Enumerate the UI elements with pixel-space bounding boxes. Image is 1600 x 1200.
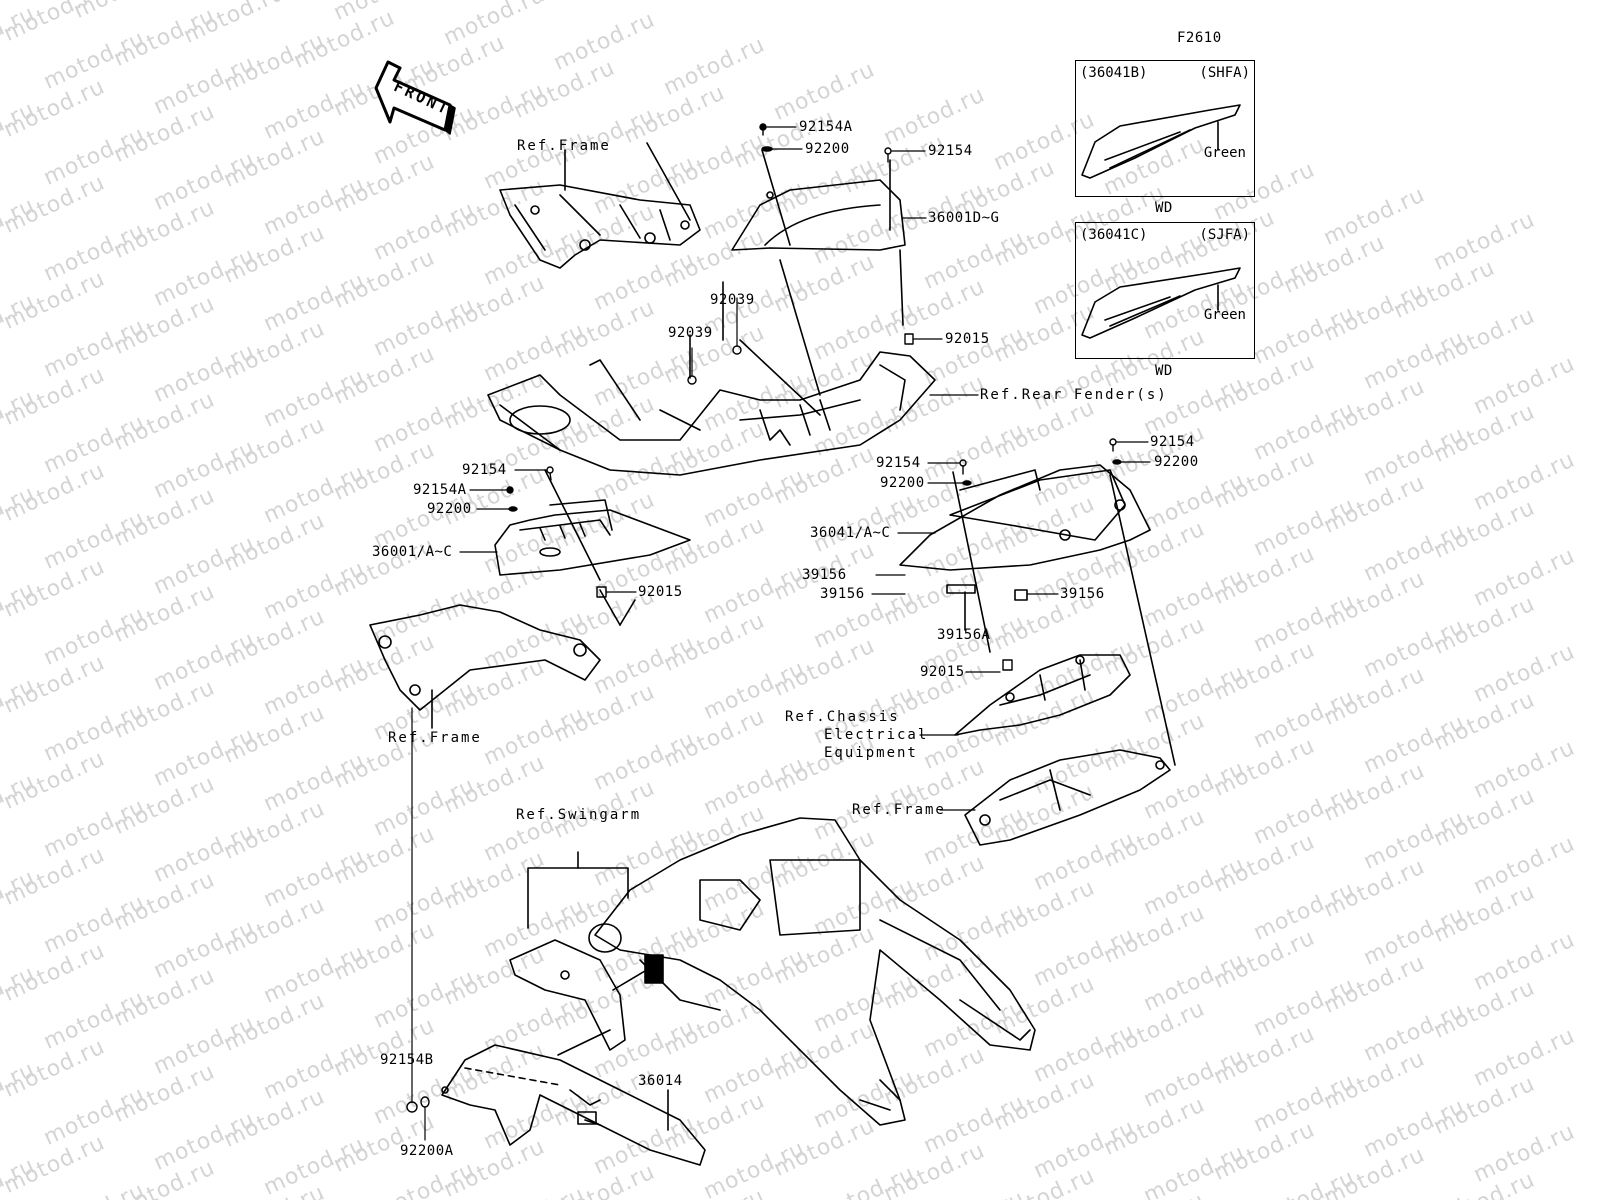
callout-36014[interactable]: 36014 [638,1073,683,1089]
washer-92200A-icon [420,1096,430,1108]
inset-box-36041C: (36041C) (SJFA) Green [1075,222,1255,359]
callout-ref-frame-left[interactable]: Ref.Frame [388,730,482,746]
side-cover-36001AC [494,469,691,626]
seat-cowl-36041AC [899,464,1176,766]
inset-part-number: (36041B) [1080,65,1148,81]
inset-color-note: Green [1203,307,1246,323]
washer-92200-mid-icon [962,480,972,486]
screw-92154B-icon [406,1101,418,1113]
rear-fender-part [487,351,936,476]
callout-36041AC[interactable]: 36041/A~C [810,525,891,541]
screw-92154-top-icon [884,147,892,163]
inset-caption: WD [1155,363,1173,379]
callout-92039-a[interactable]: 92039 [710,292,755,308]
swingarm-part [588,817,1036,1126]
cover-36001DG [731,149,906,326]
callout-92015-left[interactable]: 92015 [638,584,683,600]
callout-ref-frame-top[interactable]: Ref.Frame [517,138,611,154]
clip-92015-right-icon [1002,659,1013,671]
inset-variant: (SJFA) [1199,227,1250,243]
callout-92039-b[interactable]: 92039 [668,325,713,341]
washer-92200-top-icon [761,146,773,152]
callout-92154A-left[interactable]: 92154A [413,482,467,498]
callout-92154-left[interactable]: 92154 [462,462,507,478]
callout-92200-right[interactable]: 92200 [1154,454,1199,470]
inset-color-note: Green [1203,145,1246,161]
inset-box-36041B: (36041B) (SHFA) Green [1075,60,1255,197]
callout-92154B[interactable]: 92154B [380,1052,434,1068]
callout-92154-top[interactable]: 92154 [928,143,973,159]
front-direction-arrow-icon [374,60,456,135]
washer-92200-right-icon [1112,459,1122,465]
washer-92200-left-icon [508,506,518,512]
callout-92200-top[interactable]: 92200 [805,141,850,157]
inset-caption: WD [1155,200,1173,216]
callout-39156A[interactable]: 39156A [937,627,991,643]
callout-ref-frame-right[interactable]: Ref.Frame [852,802,946,818]
callout-92200-left[interactable]: 92200 [427,501,472,517]
callout-92154-right[interactable]: 92154 [1150,434,1195,450]
inset-decal-sjfa-drawing [1081,267,1241,339]
callout-36001DG[interactable]: 36001D~G [928,210,1000,226]
screw-92154-left-icon [546,466,554,481]
nut-92039-a-icon [732,345,742,355]
leader-lines [411,126,1151,1141]
callout-ref-swingarm[interactable]: Ref.Swingarm [516,807,642,823]
frame-top-left-part [499,149,701,269]
nut-92039-b-icon [687,375,697,385]
electrical-tray-part [954,654,1131,736]
callout-ref-chassis-line2[interactable]: Electrical [824,727,929,743]
callout-ref-chassis-line1[interactable]: Ref.Chassis [785,709,900,725]
frame-left-lower-part [369,604,601,729]
screw-92154A-top-icon [759,123,767,136]
figure-code: F2610 [1177,30,1222,46]
inset-decal-shfa-drawing [1081,104,1241,179]
callout-92154A-top[interactable]: 92154A [799,119,853,135]
screw-92154A-left-icon [506,486,514,494]
callout-39156-b[interactable]: 39156 [820,586,865,602]
callout-92015-right[interactable]: 92015 [920,664,965,680]
callout-92154-mid[interactable]: 92154 [876,455,921,471]
chain-slider-part [509,939,626,1051]
callout-ref-chassis-line3[interactable]: Equipment [824,745,918,761]
clip-92015-top-icon [904,333,914,345]
callout-ref-rear-fender[interactable]: Ref.Rear Fender(s) [980,387,1168,403]
chain-cover-36014 [441,1044,706,1166]
callout-39156-a[interactable]: 39156 [802,567,847,583]
frame-right-lower-part [964,749,1171,846]
callout-39156-c[interactable]: 39156 [1060,586,1105,602]
inset-variant: (SHFA) [1199,65,1250,81]
callout-92200A[interactable]: 92200A [400,1143,454,1159]
screw-92154-mid-icon [959,459,967,475]
screw-92154-right-icon [1109,438,1117,452]
callout-92015-top[interactable]: 92015 [945,331,990,347]
callout-36001AC[interactable]: 36001/A~C [372,544,453,560]
callout-92200-mid[interactable]: 92200 [880,475,925,491]
inset-part-number: (36041C) [1080,227,1148,243]
